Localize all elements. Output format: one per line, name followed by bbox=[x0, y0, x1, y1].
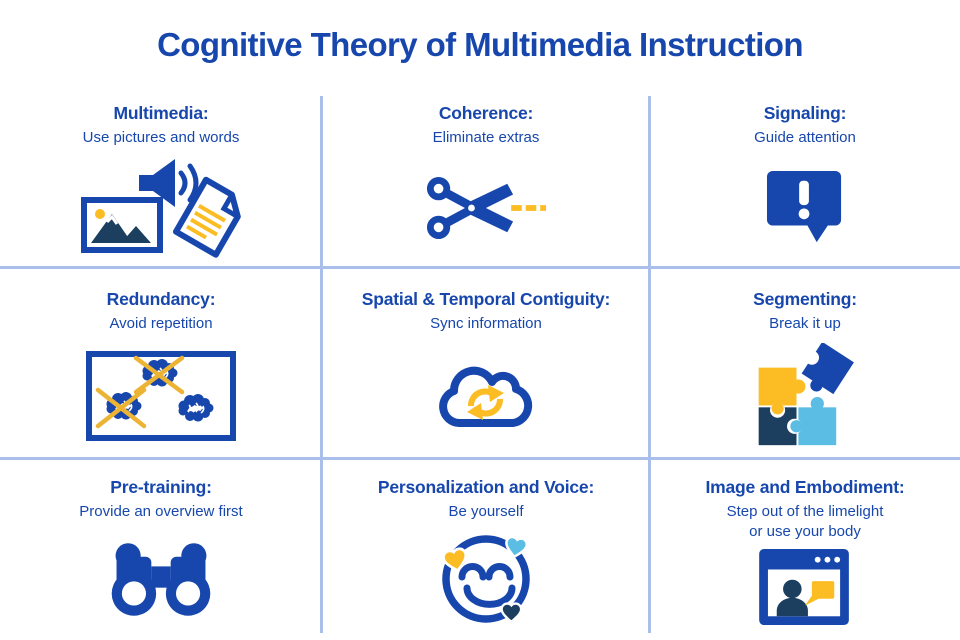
speech-bubble-icon bbox=[805, 580, 835, 606]
scissors-icon bbox=[426, 176, 546, 239]
card-subtitle: Be yourself bbox=[448, 503, 524, 520]
card-redundancy: Redundancy: Avoid repetition bbox=[0, 270, 322, 457]
alert-speech-bubble-icon bbox=[766, 170, 842, 242]
card-title: Personalization and Voice: bbox=[377, 477, 595, 497]
card-subtitle: Use pictures and words bbox=[82, 129, 240, 146]
card-personalization: Personalization and Voice: Be yourself bbox=[322, 460, 650, 633]
puzzle-pieces-icon bbox=[758, 342, 854, 445]
card-subtitle: Eliminate extras bbox=[432, 129, 540, 146]
card-embodiment: Image and Embodiment: Step out of the li… bbox=[650, 460, 960, 633]
card-title: Coherence: bbox=[438, 103, 534, 123]
person-icon bbox=[776, 579, 808, 617]
card-title: Multimedia: bbox=[113, 103, 209, 123]
sync-arrows-icon bbox=[467, 384, 504, 420]
card-subtitle: Provide an overview first bbox=[79, 503, 243, 520]
binoculars-icon bbox=[111, 542, 211, 616]
smiley-hearts-icon bbox=[434, 526, 530, 623]
grid-line-vertical-2 bbox=[648, 96, 651, 633]
grid-line-vertical-1 bbox=[320, 96, 323, 633]
card-signaling: Signaling: Guide attention bbox=[650, 96, 960, 267]
card-subtitle: Break it up bbox=[769, 315, 841, 332]
card-subtitle: Avoid repetition bbox=[109, 315, 213, 332]
cloud-sync-icon bbox=[439, 366, 533, 427]
detached-puzzle-piece bbox=[801, 342, 854, 394]
card-subtitle: Guide attention bbox=[754, 129, 856, 146]
page-title: Cognitive Theory of Multimedia Instructi… bbox=[157, 26, 803, 63]
card-subtitle: Step out of the limelight or use your bo… bbox=[726, 503, 884, 541]
card-contiguity: Spatial & Temporal Contiguity: Sync info… bbox=[322, 270, 650, 457]
light-blue-heart-icon bbox=[506, 537, 527, 556]
card-title: Pre-training: bbox=[110, 477, 212, 497]
card-title: Spatial & Temporal Contiguity: bbox=[361, 289, 611, 309]
grid-line-horizontal-1 bbox=[0, 266, 960, 269]
document-icon bbox=[172, 176, 241, 258]
speaker-icon bbox=[139, 158, 199, 207]
card-pretraining: Pre-training: Provide an overview first bbox=[0, 460, 322, 633]
multimedia-icon bbox=[81, 158, 241, 258]
crossed-brains-icon bbox=[86, 350, 236, 441]
card-title: Segmenting: bbox=[753, 289, 857, 309]
card-multimedia: Multimedia: Use pictures and words bbox=[0, 96, 322, 267]
card-subtitle: Sync information bbox=[430, 315, 542, 332]
card-segmenting: Segmenting: Break it up bbox=[650, 270, 960, 457]
picture-icon bbox=[81, 196, 163, 253]
card-title: Redundancy: bbox=[106, 289, 216, 309]
card-coherence: Coherence: Eliminate extras bbox=[322, 96, 650, 267]
card-title: Signaling: bbox=[763, 103, 847, 123]
grid-line-horizontal-2 bbox=[0, 457, 960, 460]
presenter-window-icon bbox=[759, 548, 849, 625]
cross-out-marks bbox=[95, 355, 185, 428]
card-title: Image and Embodiment: bbox=[705, 477, 905, 497]
